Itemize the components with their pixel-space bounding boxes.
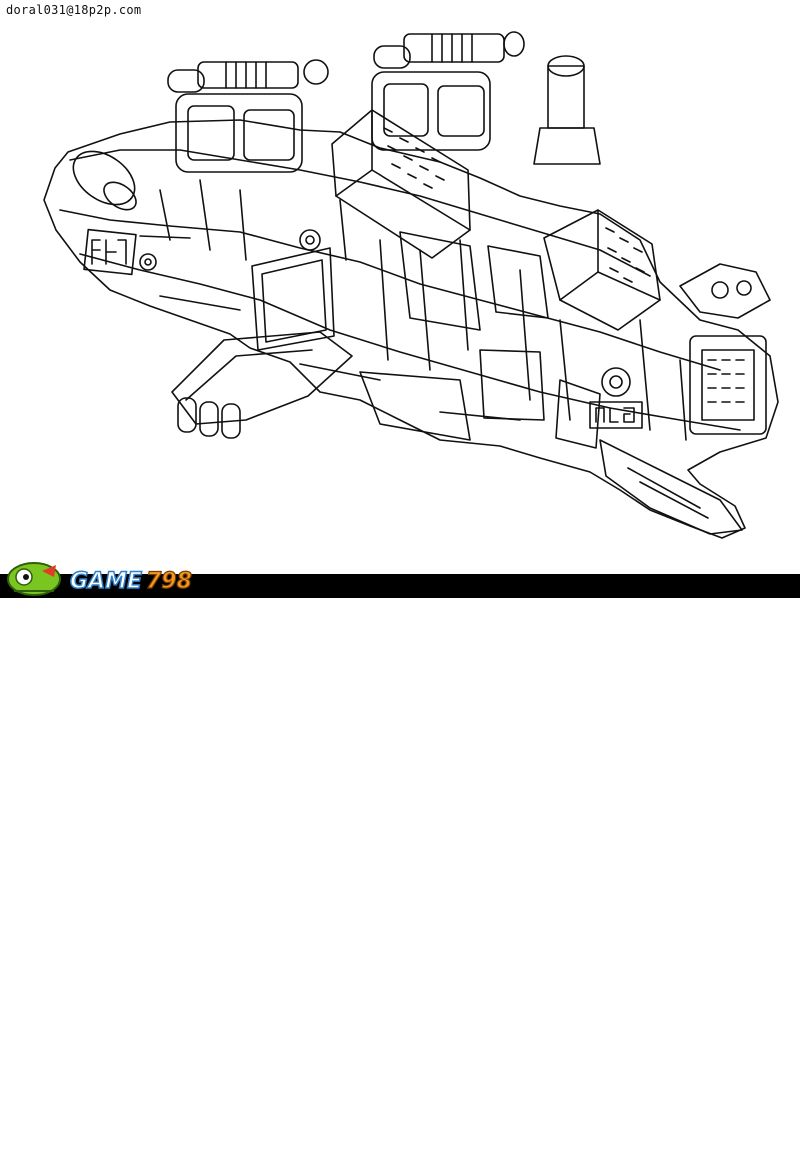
wing-left bbox=[171, 331, 353, 439]
logo-text-game: GAME bbox=[70, 569, 142, 594]
central-hatch bbox=[251, 229, 335, 351]
game798-logo: GAME 798 bbox=[7, 562, 193, 596]
ffc-panel bbox=[83, 228, 137, 276]
logo-text-798: 798 bbox=[146, 569, 192, 594]
post-credit: Post by PuMel, submited 24 Dec 2006 bbox=[631, 1154, 790, 1163]
panel-lines bbox=[159, 179, 687, 441]
turret-right bbox=[371, 31, 525, 151]
rear-fin bbox=[599, 439, 743, 535]
hull-top-ridge bbox=[69, 149, 651, 277]
turret-left bbox=[167, 59, 329, 173]
hull-outline bbox=[43, 119, 779, 539]
missile-pod-top bbox=[331, 109, 471, 259]
lower-hull-panels bbox=[359, 349, 601, 449]
artwork-canvas: doral031@18p2p.com bbox=[0, 3, 800, 598]
alg-panel bbox=[589, 367, 643, 429]
hull-mid-ridge bbox=[59, 209, 721, 371]
spaceship-sketch bbox=[43, 31, 779, 539]
email-watermark: doral031@18p2p.com bbox=[6, 3, 142, 17]
missile-pod-right bbox=[543, 209, 661, 331]
rear-engine-block bbox=[679, 263, 771, 435]
exhaust-stack bbox=[533, 55, 601, 165]
mascot-icon bbox=[7, 562, 61, 596]
nose-cylinder bbox=[72, 150, 136, 206]
